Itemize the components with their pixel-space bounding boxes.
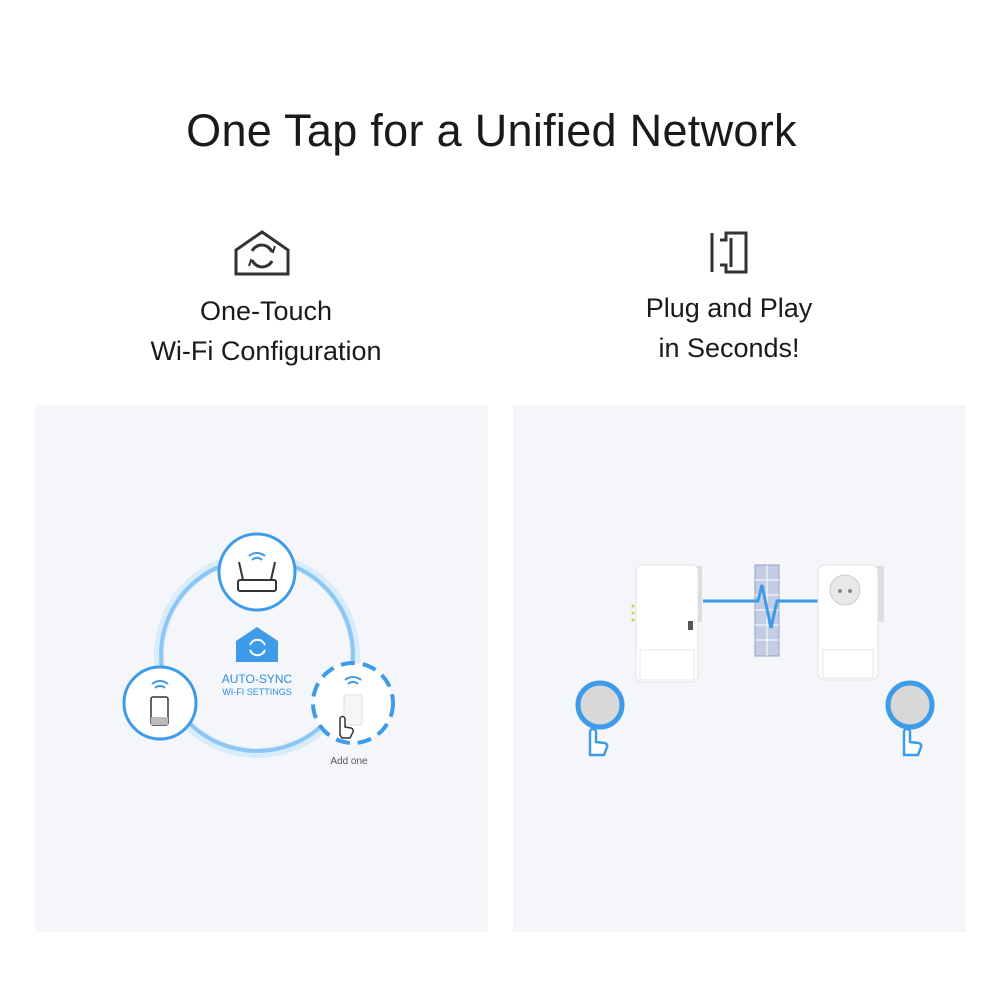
feature-plug-play: Plug and Play in Seconds! bbox=[579, 288, 879, 368]
wifi-icon bbox=[344, 676, 362, 685]
wifi-icon bbox=[151, 680, 169, 689]
panel-auto-sync bbox=[35, 405, 488, 932]
powerline-adapter-right bbox=[817, 564, 884, 681]
router-node bbox=[217, 532, 297, 612]
powerline-signal bbox=[703, 584, 820, 629]
add-one-label: Add one bbox=[330, 756, 368, 767]
add-one-node[interactable] bbox=[311, 661, 395, 745]
powerline-adapter-left bbox=[631, 564, 702, 683]
extender-node bbox=[122, 665, 198, 741]
wifi-icon bbox=[248, 552, 266, 561]
hand-pointer-icon bbox=[588, 727, 609, 757]
plug-icon bbox=[710, 231, 748, 274]
pair-button-right[interactable] bbox=[885, 680, 935, 757]
house-sync-badge-icon bbox=[236, 627, 278, 662]
hand-pointer-icon bbox=[339, 715, 354, 739]
panel-plug-play bbox=[513, 405, 966, 932]
wifi-settings-label: WI-FI SETTINGS bbox=[222, 687, 292, 697]
auto-sync-label: AUTO-SYNC bbox=[222, 672, 293, 686]
feature-line-1: Plug and Play bbox=[645, 293, 813, 323]
page-title: One Tap for a Unified Network bbox=[186, 105, 797, 156]
house-sync-icon bbox=[234, 230, 290, 276]
hand-pointer-icon bbox=[902, 727, 923, 757]
pair-button-left[interactable] bbox=[575, 680, 625, 757]
feature-one-touch: One-Touch Wi-Fi Configuration bbox=[116, 291, 416, 371]
feature-line-1: One-Touch bbox=[199, 296, 333, 326]
feature-line-2: in Seconds! bbox=[658, 333, 800, 363]
feature-line-2: Wi-Fi Configuration bbox=[150, 336, 382, 366]
